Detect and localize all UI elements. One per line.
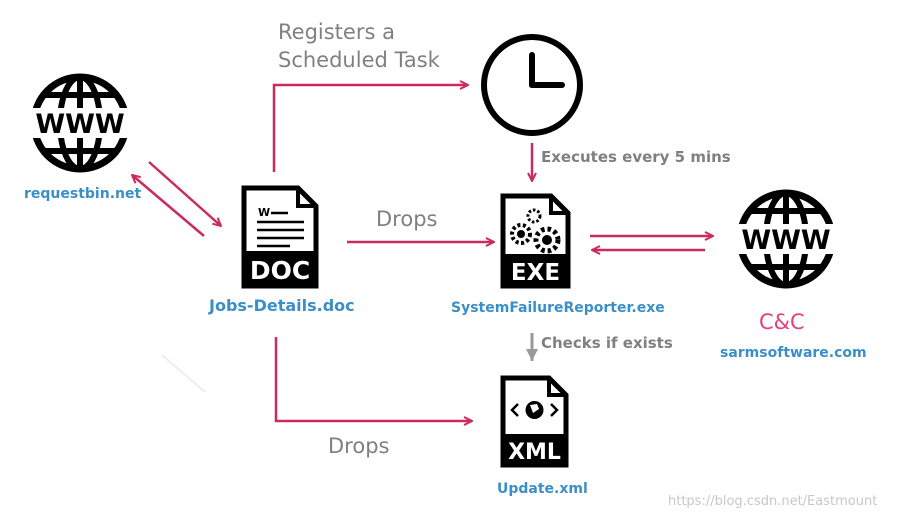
- arrow-doc-to-clock: [272, 85, 468, 172]
- drops-exe-label: Drops: [376, 207, 438, 231]
- xml-filename-label: Update.xml: [497, 481, 588, 497]
- requestbin-label: requestbin.net: [24, 186, 142, 202]
- doc-header-letter: W: [258, 206, 270, 219]
- requestbin-globe-icon: WWW: [24, 73, 136, 173]
- watermark: https://blog.csdn.net/Eastmount: [668, 494, 878, 509]
- doc-filename-label: Jobs-Details.doc: [209, 296, 355, 315]
- checks-label: Checks if exists: [541, 334, 673, 352]
- cnc-domain-label: sarmsoftware.com: [720, 345, 867, 361]
- xml-badge-text: XML: [508, 440, 561, 465]
- arrow-doc-to-requestbin: [132, 175, 205, 237]
- arrow-doc-to-xml: [274, 337, 472, 421]
- cnc-globe-icon: WWW: [730, 189, 842, 289]
- faint-mark: [161, 354, 206, 393]
- cnc-www-text: WWW: [741, 225, 830, 256]
- registers-task-line1: Registers a: [278, 20, 395, 44]
- executes-label: Executes every 5 mins: [541, 148, 731, 166]
- drops-xml-label: Drops: [328, 434, 390, 458]
- code-globe-icon: [510, 401, 559, 419]
- clock-icon: [481, 34, 583, 136]
- xml-file-icon: XML: [500, 375, 569, 468]
- arrow-requestbin-to-doc: [148, 161, 221, 226]
- exe-file-icon: EXE: [500, 193, 571, 289]
- exe-filename-label: SystemFailureReporter.exe: [451, 300, 665, 316]
- doc-file-icon: DOC W: [241, 185, 319, 289]
- exe-badge-text: EXE: [511, 260, 560, 286]
- registers-task-line2: Scheduled Task: [278, 48, 440, 72]
- cnc-title: C&C: [759, 310, 805, 334]
- requestbin-www-text: WWW: [35, 109, 124, 140]
- gear-icon: [510, 208, 561, 254]
- doc-badge-text: DOC: [250, 256, 310, 285]
